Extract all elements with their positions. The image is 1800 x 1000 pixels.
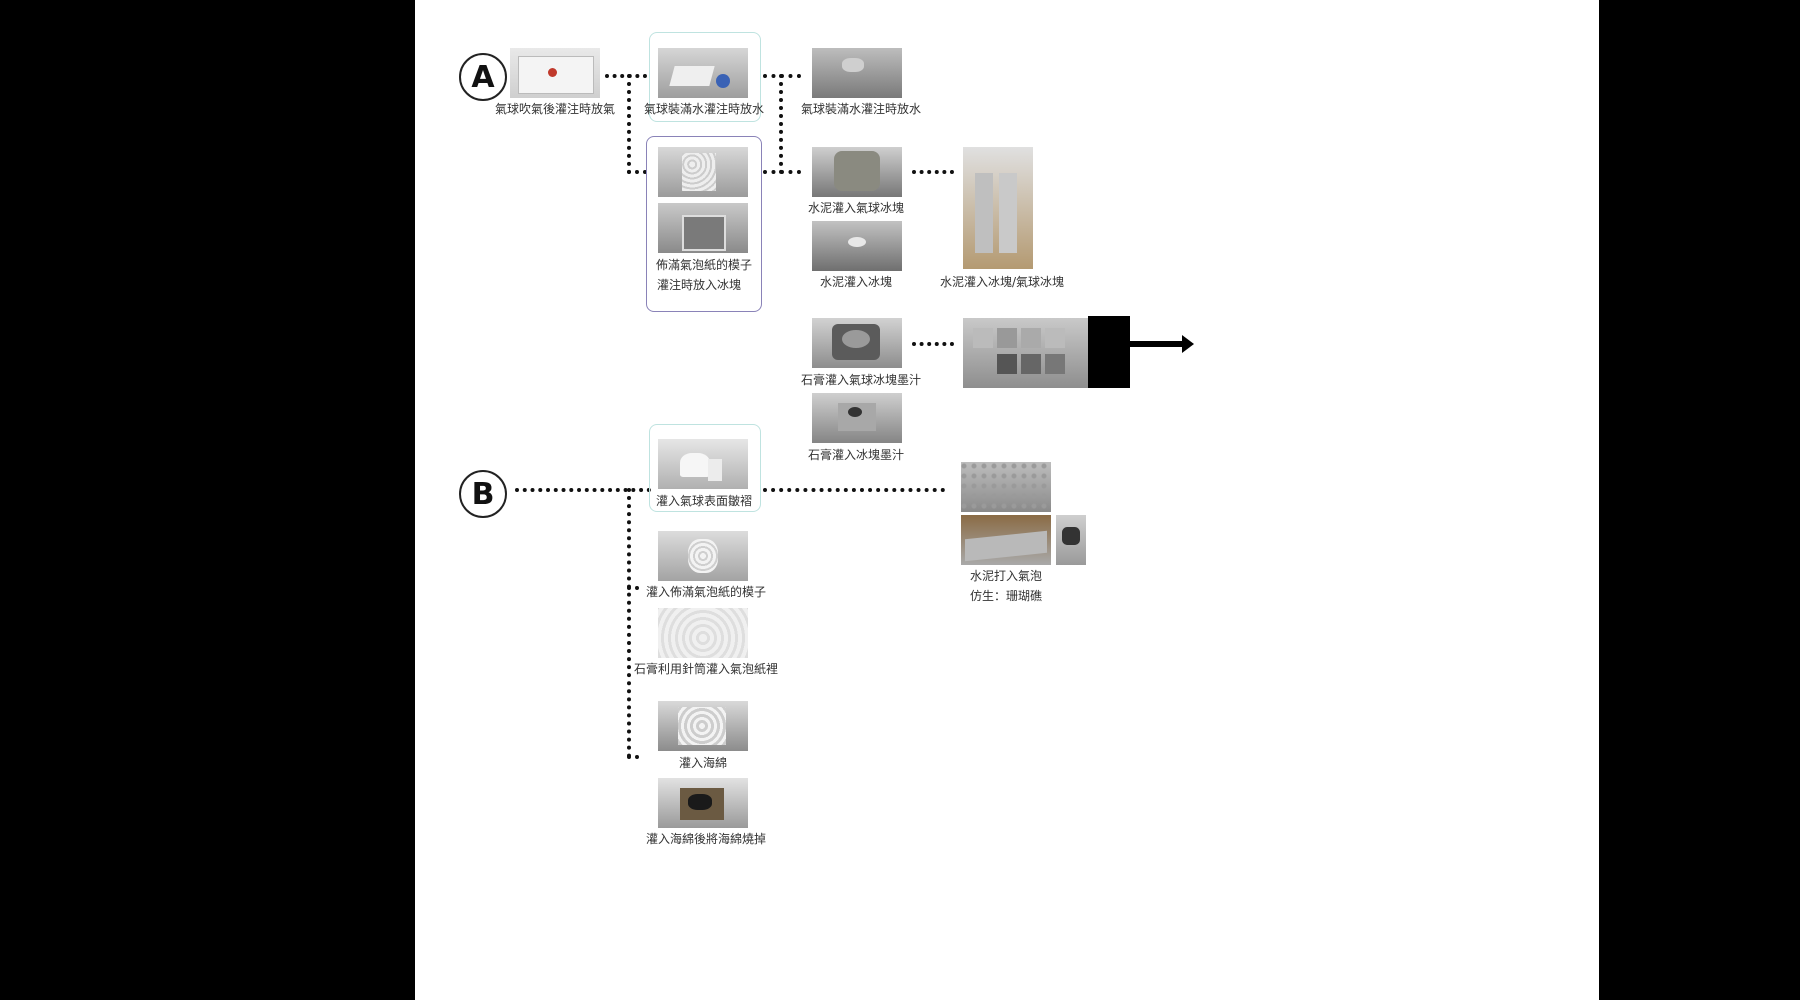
- section-a-marker: A: [459, 53, 507, 101]
- photo-a9-plaster-ice-ink: [812, 393, 902, 443]
- highlight-frame-b1: [649, 424, 761, 512]
- photo-b3-plaster-syringe: [658, 608, 748, 658]
- photo-b6-cement-bubbles-2: [961, 515, 1051, 565]
- caption-a7: 水泥灌入冰塊/氣球冰塊: [939, 275, 1065, 289]
- photo-b6-cement-bubbles-3: [1056, 515, 1086, 565]
- caption-a8: 石膏灌入氣球冰塊墨汁: [800, 373, 922, 387]
- caption-b6-line1: 水泥打入氣泡: [969, 569, 1043, 583]
- photo-a3-cement-block: [812, 48, 902, 98]
- photo-b2-bubble-mold: [658, 531, 748, 581]
- photo-a8-plaster-balloon-ink: [812, 318, 902, 368]
- photo-a2-balloon-water: [658, 48, 748, 98]
- photo-a4-bubble-mold-1: [658, 147, 748, 197]
- diagram-canvas: A B 氣球吹氣後灌注時放氣 氣球裝滿水灌注時放水 氣球裝滿水灌注時放水 佈滿氣…: [415, 0, 1599, 1000]
- caption-a3: 氣球裝滿水灌注時放水: [800, 102, 922, 116]
- highlight-frame-a2: [649, 32, 761, 122]
- caption-a5: 水泥灌入氣球冰塊: [807, 201, 905, 215]
- caption-a4-line1: 佈滿氣泡紙的模子: [655, 258, 753, 272]
- photo-a5-cement-balloon-ice: [812, 147, 902, 197]
- section-a-label: A: [471, 59, 495, 95]
- connector-b-vertical: [627, 488, 631, 758]
- highlight-frame-a4: [646, 136, 762, 312]
- connector-a8-to-a10: [912, 342, 954, 346]
- photo-b6-cement-bubbles-1: [961, 462, 1051, 512]
- section-b-label: B: [471, 476, 495, 512]
- photo-a6-cement-ice: [812, 221, 902, 271]
- photo-a10-plaster-results: [963, 318, 1088, 388]
- connector-a2-down: [779, 74, 783, 174]
- photo-b5-burned-sponge: [658, 778, 748, 828]
- caption-a6: 水泥灌入冰塊: [819, 275, 893, 289]
- connector-b-to-b1: [515, 488, 651, 492]
- caption-a2: 氣球裝滿水灌注時放水: [643, 102, 765, 116]
- caption-b2: 灌入佈滿氣泡紙的模子: [645, 585, 767, 599]
- right-arrow-icon: [1128, 335, 1194, 353]
- section-b-marker: B: [459, 470, 507, 518]
- connector-to-a4: [627, 170, 647, 174]
- connector-a1-to-a2: [605, 74, 647, 78]
- caption-a1: 氣球吹氣後灌注時放氣: [494, 102, 616, 116]
- connector-a4-to-a5: [763, 170, 801, 174]
- caption-b3: 石膏利用針筒灌入氣泡紙裡: [633, 662, 779, 676]
- connector-to-b2: [627, 586, 639, 590]
- caption-a9: 石膏灌入冰塊墨汁: [807, 448, 905, 462]
- photo-a1-balloon-air: [510, 48, 600, 98]
- photo-a4-bubble-mold-2: [658, 203, 748, 253]
- caption-b1: 灌入氣球表面皺褶: [655, 494, 753, 508]
- connector-a1-down: [627, 74, 631, 174]
- caption-a4-line2: 灌注時放入冰塊: [656, 278, 742, 292]
- caption-b4: 灌入海綿: [678, 756, 728, 770]
- connector-to-b4: [627, 755, 639, 759]
- connector-a5-to-a7: [912, 170, 954, 174]
- caption-b5: 灌入海綿後將海綿燒掉: [645, 832, 767, 846]
- photo-b1-balloon-wrinkle: [658, 439, 748, 489]
- caption-b6-line2: 仿生：珊瑚礁: [969, 589, 1043, 603]
- photo-a7-cement-columns: [963, 147, 1033, 269]
- connector-b1-to-b6: [763, 488, 945, 492]
- black-redaction-box: [1088, 316, 1130, 388]
- photo-b4-sponge: [658, 701, 748, 751]
